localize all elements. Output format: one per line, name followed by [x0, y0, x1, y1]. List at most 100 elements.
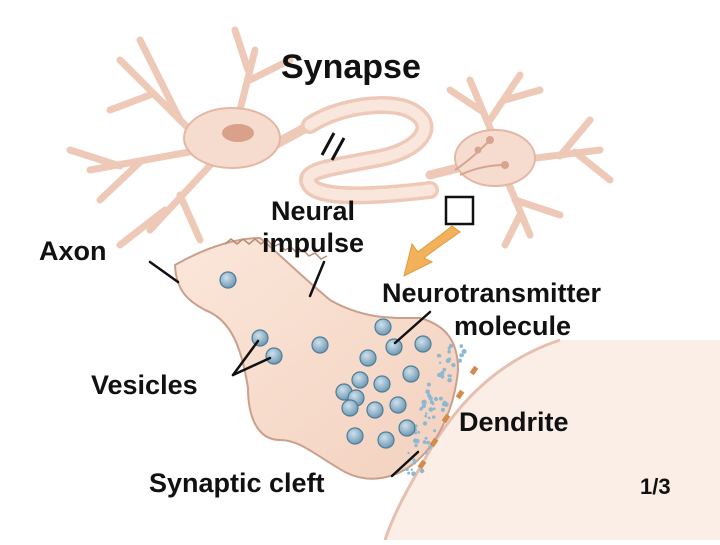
transmitter-dot: [407, 471, 411, 475]
vesicle: [385, 338, 403, 356]
vesicle: [374, 318, 392, 336]
vesicle: [398, 419, 416, 437]
page-indicator: 1/3: [640, 474, 671, 499]
transmitter-dot: [426, 440, 431, 445]
transmitter-dot: [457, 358, 462, 363]
vesicle: [265, 347, 283, 365]
transmitter-dot: [449, 343, 453, 348]
transmitter-dot: [427, 416, 431, 420]
transmitter-dot: [412, 472, 416, 476]
transmitter-dot: [449, 374, 452, 378]
leader-lines: [148, 260, 432, 478]
transmitter-dot: [417, 430, 421, 434]
transmitter-dot: [438, 354, 442, 358]
transmitter-dot: [428, 407, 434, 412]
label-synaptic-cleft: Synaptic cleft: [149, 468, 325, 498]
presynaptic-nucleus: [222, 124, 254, 142]
transmitter-dot: [447, 349, 452, 354]
label-neural-line1: Neural: [271, 196, 356, 226]
receptor: [469, 365, 479, 376]
transmitter-dot: [442, 400, 447, 405]
transmitter-dot: [459, 344, 464, 348]
transmitter-dot: [424, 436, 428, 440]
vesicle: [373, 375, 391, 393]
label-neurotransmitter-line1: Neurotransmitter: [382, 278, 602, 308]
transmitter-dot: [440, 374, 445, 379]
vesicle: [414, 335, 432, 353]
leader-neural-impulse: [308, 260, 326, 298]
leader-synaptic-cleft: [390, 450, 420, 478]
vesicle: [346, 427, 364, 445]
label-dendrite: Dendrite: [459, 407, 569, 437]
label-neural-line2: impulse: [262, 228, 365, 258]
transmitter-dot: [427, 393, 432, 398]
transmitter-dot: [461, 353, 464, 357]
transmitter-dot: [432, 415, 436, 419]
transmitter-dot: [433, 396, 439, 402]
transmitter-dot: [426, 382, 431, 387]
transmitter-dot: [437, 372, 442, 378]
transmitter-dot: [461, 349, 467, 354]
transmitter-dot: [425, 389, 431, 395]
label-neurotransmitter-line2: molecule: [454, 311, 572, 341]
vesicle: [351, 371, 369, 389]
axon-terminal-branches: [454, 136, 509, 176]
zoom-region-box: [444, 195, 475, 226]
leader-vesicles-2: [231, 356, 272, 377]
receptor: [429, 437, 439, 448]
transmitter-dot: [424, 414, 428, 418]
transmitter-dot: [442, 367, 447, 372]
transmitter-dot: [405, 467, 409, 472]
transmitter-dot: [412, 461, 417, 465]
diagram-title: Synapse: [281, 48, 421, 86]
vesicle: [366, 401, 384, 419]
transmitter-dot: [447, 357, 452, 361]
receptor: [441, 413, 451, 424]
vesicle: [377, 431, 395, 449]
leader-neurotransmitter: [393, 310, 432, 345]
vesicles-group: [219, 271, 432, 449]
transmitter-dot: [447, 377, 452, 383]
transmitter-dot: [433, 429, 437, 433]
transmitter-dot: [414, 438, 420, 444]
leader-axon: [148, 260, 180, 284]
zoom-arrow: [403, 225, 461, 277]
dendrite-membrane: [385, 340, 720, 540]
transmitter-dot: [422, 421, 428, 426]
postsynaptic-cell-body: [454, 129, 536, 187]
transmitter-dot: [419, 406, 424, 411]
vesicle: [341, 399, 359, 417]
transmitter-dot: [414, 443, 418, 448]
label-vesicles: Vesicles: [91, 370, 198, 400]
vesicle: [219, 271, 237, 289]
transmitter-dot: [451, 363, 456, 368]
transmitter-dot: [421, 399, 427, 405]
vesicle: [311, 336, 329, 354]
transmitter-dot: [412, 458, 416, 462]
vesicle: [251, 329, 269, 347]
myelinated-axon: [299, 96, 439, 205]
vesicle: [402, 365, 420, 383]
leader-vesicles-1: [231, 339, 260, 377]
terminal-membrane-jagged: [224, 237, 328, 260]
neurotransmitter-dots: [405, 343, 467, 477]
receptor: [455, 389, 465, 400]
transmitter-dot: [414, 431, 418, 435]
receptor: [417, 459, 427, 470]
transmitter-dot: [440, 407, 445, 412]
transmitter-dot: [410, 468, 413, 471]
transmitter-dot: [424, 451, 428, 455]
transmitter-dot: [432, 407, 436, 411]
transmitter-dot: [425, 412, 428, 415]
transmitter-dot: [407, 451, 410, 455]
transmitter-dot: [429, 400, 434, 404]
vesicle: [389, 396, 407, 414]
transmitter-dot: [440, 370, 445, 376]
transmitter-dot: [421, 403, 427, 409]
transmitter-dot: [438, 361, 442, 364]
transmitter-dot: [438, 396, 443, 401]
transmitter-dot: [422, 440, 427, 445]
vesicle: [359, 349, 377, 367]
